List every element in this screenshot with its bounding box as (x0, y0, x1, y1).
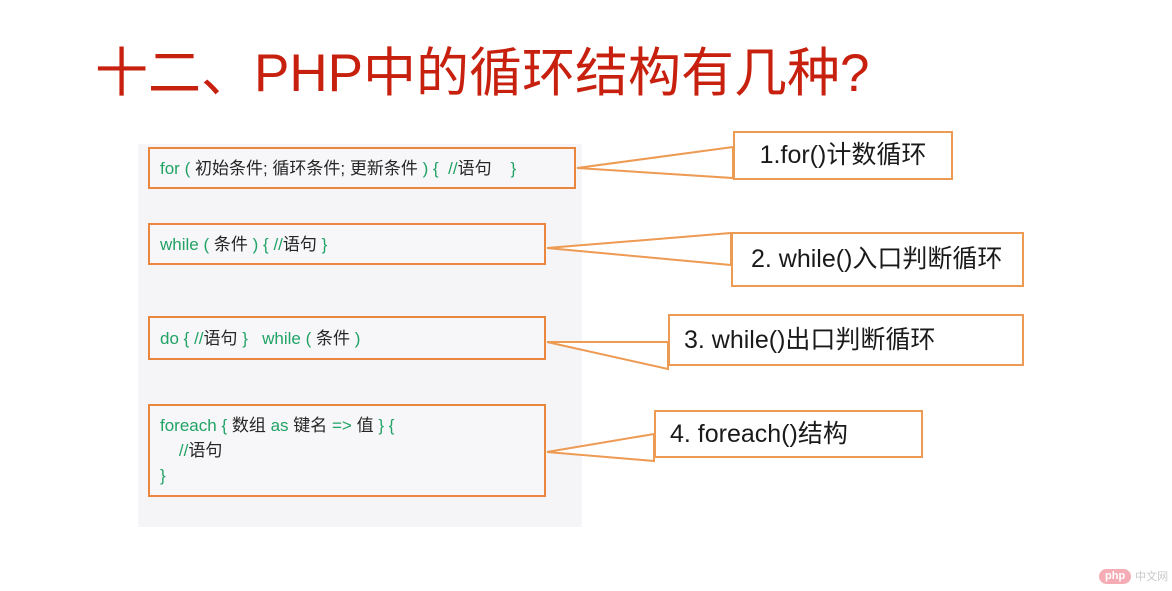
code-keyword: ( (203, 234, 210, 254)
code-keyword: { (263, 234, 269, 254)
code-text: 条件 (311, 328, 355, 348)
code-text (439, 159, 448, 178)
code-keyword: foreach (160, 416, 217, 435)
code-keyword: } (378, 416, 384, 435)
code-keyword: { (388, 416, 395, 435)
code-keyword: { (183, 328, 190, 348)
code-keyword: // (178, 441, 189, 460)
code-keyword: ) (354, 328, 361, 348)
code-text: 条件 (209, 234, 253, 254)
code-keyword: { (221, 416, 228, 435)
code-line: } (160, 463, 534, 488)
code-line: do { //语句 } while ( 条件 ) (160, 326, 534, 351)
code-keyword: => (327, 416, 357, 435)
code-text: 键名 (293, 416, 328, 435)
code-text (160, 441, 179, 460)
code-keyword: do (160, 328, 179, 348)
code-line: foreach { 数组 as 键名 => 值 } { (160, 413, 534, 438)
code-box-for: for ( 初始条件; 循环条件; 更新条件 ) { //语句 } (148, 147, 576, 189)
label-box-for: 1.for()计数循环 (733, 131, 953, 180)
code-box-foreach: foreach { 数组 as 键名 => 值 } { //语句} (148, 404, 546, 497)
code-line: for ( 初始条件; 循环条件; 更新条件 ) { //语句 } (160, 156, 564, 181)
code-keyword: } (510, 158, 517, 178)
code-text: 值 (356, 416, 374, 435)
code-keyword: ) (252, 234, 259, 254)
code-keyword: } (321, 234, 328, 254)
watermark-site-label: 中文网 (1135, 571, 1169, 583)
code-keyword: // (194, 328, 204, 348)
label-box-while: 2. while()入口判断循环 (731, 232, 1024, 287)
php-logo-icon: php (1099, 568, 1132, 584)
site-watermark: php 中文网 (1099, 567, 1168, 585)
label-box-foreach: 4. foreach()结构 (654, 410, 923, 458)
code-keyword: { (433, 158, 439, 178)
code-text: 语句 (203, 328, 238, 348)
code-text: 初始条件; 循环条件; 更新条件 (190, 158, 423, 178)
code-text: 语句 (457, 158, 492, 178)
code-text (492, 159, 511, 178)
code-keyword: for (160, 158, 180, 178)
code-keyword: ( (184, 158, 191, 178)
connector-wedge-for (576, 145, 734, 180)
code-line: //语句 (160, 438, 534, 463)
page-title: 十二、PHP中的循环结构有几种? (95, 44, 870, 103)
code-keyword: ) (422, 158, 429, 178)
code-keyword: as (265, 416, 294, 435)
label-box-do-while: 3. while()出口判断循环 (668, 314, 1024, 366)
code-line: while ( 条件 ) { //语句 } (160, 232, 534, 257)
code-keyword: // (273, 234, 283, 254)
code-keyword: while (160, 234, 199, 254)
code-text: 语句 (282, 234, 317, 254)
code-keyword: } (242, 328, 248, 348)
code-keyword: while (262, 328, 301, 348)
code-keyword: ( (305, 328, 312, 348)
code-text: 数组 (231, 416, 266, 435)
code-text (248, 329, 262, 348)
code-text: 语句 (188, 441, 223, 460)
code-keyword: } (160, 466, 166, 485)
code-keyword: // (448, 158, 458, 178)
code-box-while: while ( 条件 ) { //语句 } (148, 223, 546, 265)
code-box-do-while: do { //语句 } while ( 条件 ) (148, 316, 546, 360)
